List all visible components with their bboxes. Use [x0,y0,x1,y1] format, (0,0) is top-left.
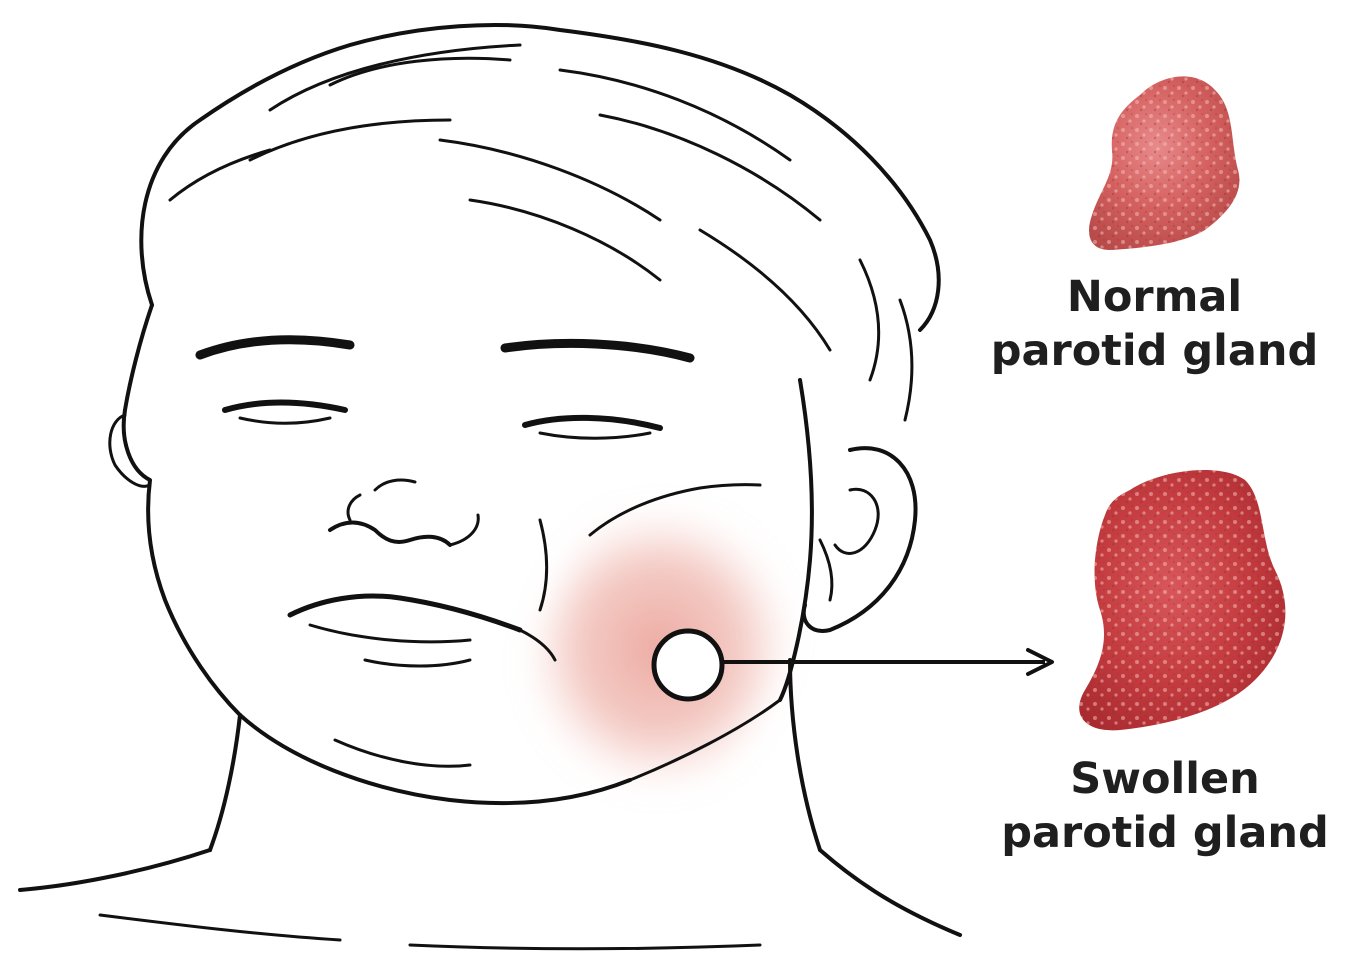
normal-gland-label-line2: parotid gland [962,324,1347,378]
neck-left [210,715,240,850]
right-eyebrow [505,343,690,358]
hair-outline [141,25,938,330]
face-left-outline [124,305,240,715]
swollen-gland-label-line2: parotid gland [975,806,1354,860]
left-eye-closed [225,403,345,411]
right-eye-closed [525,418,660,428]
nose [330,523,450,546]
swollen-gland-label-line1: Swollen [975,752,1354,806]
shoulder-left [20,850,210,890]
normal-gland-label: Normal parotid gland [962,270,1347,378]
normal-gland-label-line1: Normal [962,270,1347,324]
mouth [290,596,520,630]
normal-gland-icon [1089,76,1239,250]
child-face-drawing [20,25,960,949]
shoulder-right [820,850,960,935]
swollen-gland-label: Swollen parotid gland [975,752,1354,860]
swollen-gland-icon [1079,470,1285,730]
gland-marker-circle [654,631,722,699]
neck-right [790,660,820,850]
left-eyebrow [200,340,350,355]
